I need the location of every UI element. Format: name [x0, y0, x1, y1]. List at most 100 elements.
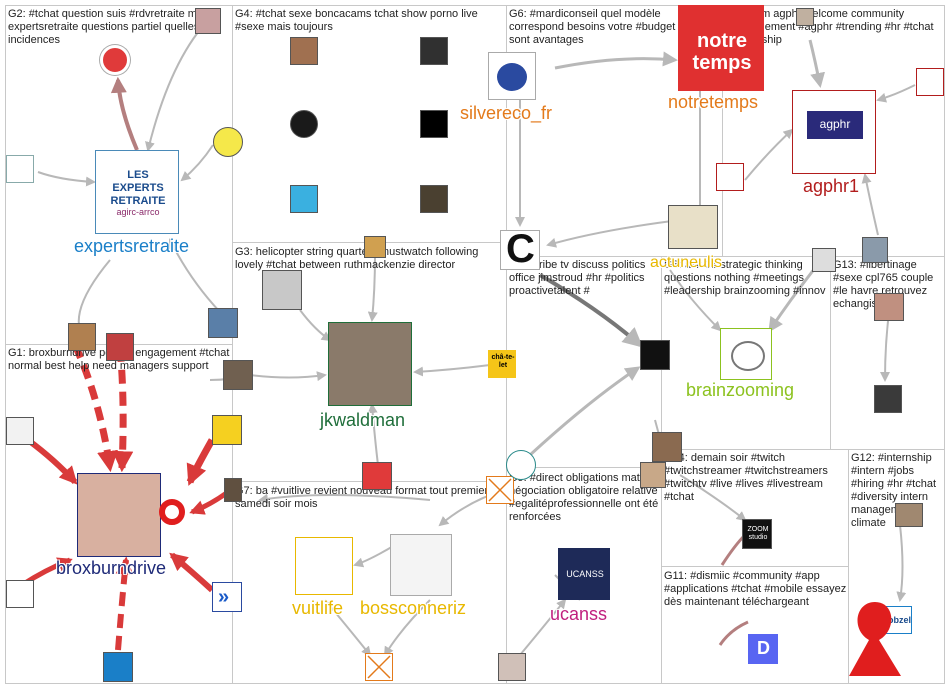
node-avatar[interactable]: [223, 360, 253, 390]
node-avatar[interactable]: [640, 462, 666, 488]
node-avatar[interactable]: [895, 503, 923, 527]
node-label-notretemps: notretemps: [668, 92, 759, 112]
edge: [258, 493, 431, 504]
d-letter-icon: D: [757, 638, 770, 658]
node-avatar[interactable]: [652, 432, 682, 462]
edge: [37, 171, 96, 187]
node-avatar[interactable]: [668, 205, 718, 249]
node-avatar[interactable]: [262, 270, 302, 310]
group-label-g7: G7: ba #vuitlive revient nouveau format …: [235, 485, 494, 510]
node-avatar[interactable]: [6, 580, 34, 608]
node-avatar[interactable]: C: [500, 230, 540, 270]
node-avatar[interactable]: [290, 185, 318, 213]
node-label-actuneulis: actuneulis: [650, 254, 723, 271]
edge: [115, 556, 134, 651]
node-avatar[interactable]: [6, 155, 34, 183]
node-avatar[interactable]: [640, 340, 670, 370]
node-avatar[interactable]: [498, 653, 526, 681]
edge: [896, 524, 907, 602]
node-avatar[interactable]: [874, 385, 902, 413]
node-avatar[interactable]: [6, 417, 34, 445]
node-avatar[interactable]: [195, 8, 221, 34]
brain-icon: [731, 341, 765, 371]
node-jkwaldman-photo[interactable]: [328, 322, 412, 406]
node-avatar[interactable]: [874, 293, 904, 321]
edge: [538, 273, 644, 348]
jobzel-text: Jobzel: [882, 615, 911, 625]
group-box-g11: [661, 566, 849, 684]
group-label-g3: G3: helicopter string quartet #mustwatch…: [235, 246, 479, 271]
node-avatar[interactable]: [362, 462, 392, 490]
node-broken-image[interactable]: [486, 476, 514, 504]
edge: [383, 599, 431, 657]
node-avatar[interactable]: [208, 308, 238, 338]
edge: [324, 599, 372, 657]
edge: [679, 474, 747, 522]
node-notretemps-logo[interactable]: notre temps: [678, 5, 764, 91]
node-avatar[interactable]: [916, 68, 944, 96]
edge: [768, 267, 817, 333]
notretemps-logo-text: notre temps: [692, 30, 752, 74]
node-avatar[interactable]: [812, 248, 836, 272]
edge: [528, 366, 641, 457]
node-chatelet[interactable]: châ-te-let: [488, 350, 516, 378]
node-broxburndrive-photo[interactable]: [77, 473, 161, 557]
node-brainzooming-logo[interactable]: [720, 328, 772, 380]
node-zoom-studio[interactable]: ZOOM studio: [742, 519, 772, 549]
node-avatar[interactable]: D: [748, 634, 778, 664]
node-label-ucanss: ucanss: [550, 604, 608, 624]
edge: [718, 620, 749, 646]
node-avatar[interactable]: [290, 37, 318, 65]
broken-image-icon: [488, 478, 512, 502]
node-avatar[interactable]: [862, 237, 888, 263]
edge: [413, 364, 491, 377]
node-vuitlife-logo[interactable]: [295, 537, 353, 595]
node-avatar[interactable]: [68, 323, 96, 351]
edge: [169, 238, 221, 313]
node-silvereco-logo[interactable]: [488, 52, 536, 100]
node-label-silvereco: silvereco_fr: [460, 103, 553, 123]
node-avatar[interactable]: [213, 127, 243, 157]
node-avatar[interactable]: [420, 110, 448, 138]
node-avatar[interactable]: [506, 450, 536, 480]
node-avatar[interactable]: [224, 478, 242, 502]
group-label-g4: G4: #tchat sexe boncacams tchat show por…: [235, 8, 478, 33]
edge: [876, 84, 916, 103]
edge: [110, 76, 139, 151]
node-ucanss-logo[interactable]: UCANSS: [558, 548, 610, 600]
node-avatar[interactable]: [100, 45, 130, 75]
node-agphr-logo[interactable]: agphr: [792, 90, 876, 174]
expertsretraite-logo-sub: agirc-arrco: [116, 207, 160, 217]
silvereco-icon: [497, 63, 527, 91]
node-avatar[interactable]: [796, 8, 814, 26]
agphr-logo-inner: [807, 111, 863, 139]
edge: [26, 437, 78, 485]
group-label-g12: G12: #internship #intern #jobs #hiring #…: [851, 452, 936, 529]
expertsretraite-logo-text: LES EXPERTS RETRAITE: [110, 169, 166, 207]
double-chevron-icon: »: [218, 586, 230, 608]
node-avatar[interactable]: [212, 415, 242, 445]
node-bossconneriz-logo[interactable]: [390, 534, 452, 596]
node-label-agphr: agphr1: [803, 176, 860, 196]
edge: [189, 489, 230, 515]
group-label-g6: G6: #mardiconseil quel modèle correspond…: [509, 8, 705, 46]
edge: [367, 254, 378, 322]
node-label-vuitlife: vuitlife: [292, 598, 344, 618]
node-avatar[interactable]: »: [212, 582, 242, 612]
node-avatar[interactable]: [420, 37, 448, 65]
node-avatar[interactable]: [364, 236, 386, 258]
self-loop-marker: [849, 602, 901, 676]
node-avatar[interactable]: [106, 333, 134, 361]
node-avatar[interactable]: [716, 163, 744, 191]
zoom-studio-text: ZOOM studio: [747, 526, 769, 541]
edge: [744, 128, 794, 181]
node-avatar[interactable]: [290, 110, 318, 138]
node-expertsretraite-logo[interactable]: LES EXPERTS RETRAITE agirc-arrco: [95, 150, 179, 234]
node-broken-image[interactable]: [365, 653, 393, 681]
node-avatar[interactable]: [420, 185, 448, 213]
node-label-broxburndrive: broxburndrive: [56, 558, 167, 578]
edge: [249, 371, 327, 382]
node-avatar[interactable]: [103, 652, 133, 682]
edge: [180, 144, 214, 182]
edge: [861, 173, 879, 236]
